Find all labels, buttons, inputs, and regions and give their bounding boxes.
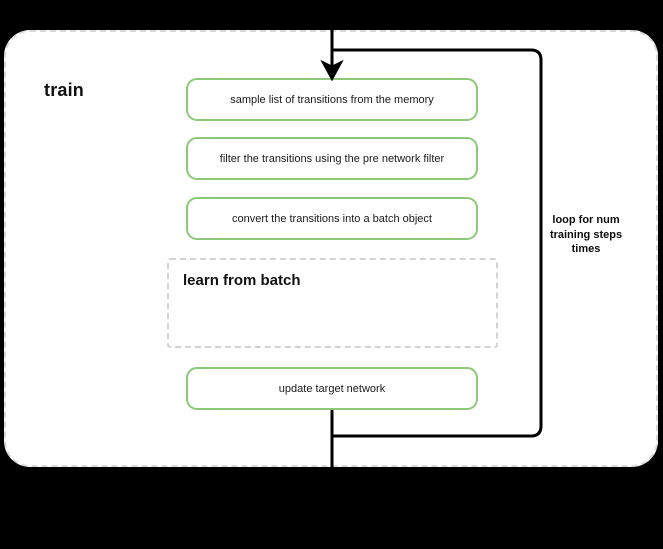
loop-label-line-2: training steps [549, 228, 623, 241]
step-label-convert: convert the transitions into a batch obj… [232, 212, 432, 225]
loop-label-line-1: loop for num [552, 214, 620, 226]
subprocess-box-learn-from-batch[interactable]: learn from batch [167, 258, 498, 348]
loop-label: loop for num training steps times [538, 213, 634, 257]
step-box-convert[interactable]: convert the transitions into a batch obj… [186, 197, 478, 240]
subprocess-title: learn from batch [183, 272, 301, 289]
page-title: train [44, 80, 85, 100]
step-box-filter[interactable]: filter the transitions using the pre net… [186, 137, 478, 180]
step-label-sample: sample list of transitions from the memo… [230, 93, 434, 106]
step-label-update-target-network: update target network [278, 382, 386, 395]
step-label-filter: filter the transitions using the pre net… [219, 152, 445, 165]
step-box-sample[interactable]: sample list of transitions from the memo… [186, 78, 478, 121]
step-box-update-target-network[interactable]: update target network [186, 367, 478, 410]
loop-label-line-3: times [571, 243, 601, 255]
